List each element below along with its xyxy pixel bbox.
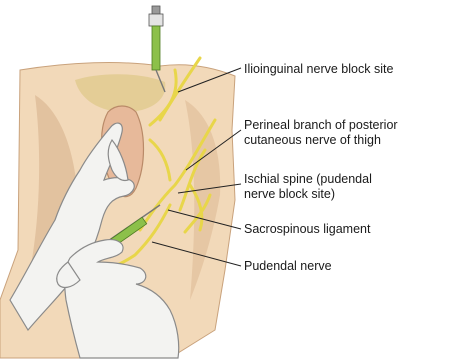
label-ilioinguinal-nerve-block-site: Ilioinguinal nerve block site	[244, 62, 393, 77]
label-pudendal-nerve: Pudendal nerve	[244, 259, 332, 274]
label-perineal-branch: Perineal branch of posterior cutaneous n…	[244, 118, 398, 148]
label-ischial-spine: Ischial spine (pudendal nerve block site…	[244, 172, 372, 202]
label-sacrospinous-ligament: Sacrospinous ligament	[244, 222, 370, 237]
